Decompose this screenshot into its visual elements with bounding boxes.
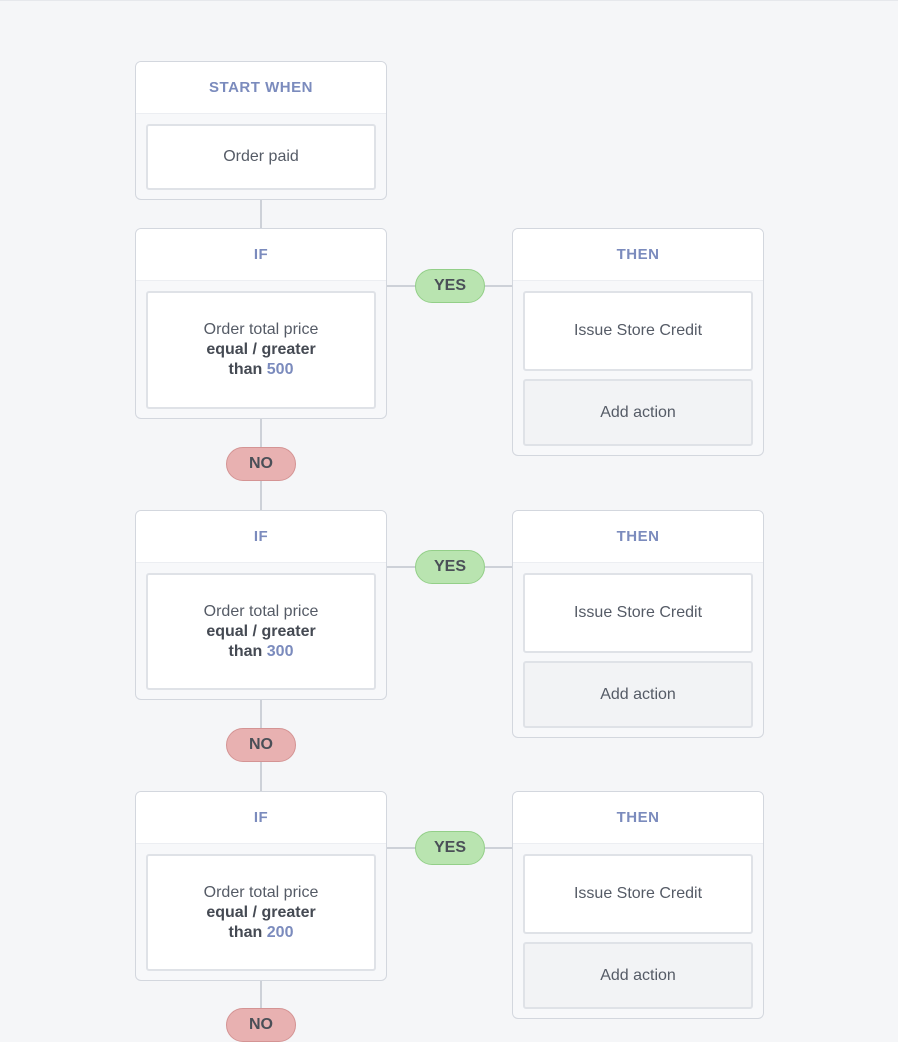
connector-yes2-to-then2 <box>485 566 512 568</box>
connector-yes1-to-then1 <box>485 285 512 287</box>
connector-if1-to-yes1 <box>386 285 416 287</box>
condition-box-3[interactable]: Order total price equal / greater than 2… <box>146 854 376 971</box>
add-action-label-2: Add action <box>600 685 676 703</box>
add-action-label-1: Add action <box>600 403 676 421</box>
then-card-1: THEN Issue Store Credit Add action <box>512 228 764 456</box>
start-when-card: START WHEN Order paid <box>135 61 387 200</box>
yes-badge-3: YES <box>415 831 485 865</box>
condition-operator-2: equal / greater <box>206 622 316 640</box>
if-header-2: IF <box>136 511 386 563</box>
yes-badge-1: YES <box>415 269 485 303</box>
trigger-box[interactable]: Order paid <box>146 124 376 190</box>
connector-if3-to-no3 <box>260 980 262 1010</box>
condition-prefix-1: Order total price <box>203 321 319 338</box>
then-header-1: THEN <box>513 229 763 281</box>
add-action-button-3[interactable]: Add action <box>523 942 753 1009</box>
if-card-2: IF Order total price equal / greater tha… <box>135 510 387 700</box>
action-label-2: Issue Store Credit <box>573 604 703 621</box>
yes-badge-2: YES <box>415 550 485 584</box>
add-action-button-2[interactable]: Add action <box>523 661 753 728</box>
connector-no2-to-if3 <box>260 762 262 792</box>
condition-prefix-2: Order total price <box>203 602 319 620</box>
condition-operator-1: equal / greater <box>206 341 316 358</box>
action-label-1: Issue Store Credit <box>573 322 703 339</box>
if-header-3: IF <box>136 792 386 844</box>
condition-box-2[interactable]: Order total price equal / greater than 3… <box>146 573 376 690</box>
condition-than-2: than <box>228 642 263 660</box>
condition-prefix-3: Order total price <box>203 883 319 901</box>
no-badge-1: NO <box>226 447 296 481</box>
connector-if2-to-yes2 <box>386 566 416 568</box>
connector-if3-to-yes3 <box>386 847 416 849</box>
action-label-3: Issue Store Credit <box>573 885 703 902</box>
condition-operator-3: equal / greater <box>206 903 316 921</box>
no-badge-3: NO <box>226 1008 296 1042</box>
connector-if1-to-no1 <box>260 418 262 447</box>
if-card-1: IF Order total price equal / greater tha… <box>135 228 387 419</box>
then-card-3: THEN Issue Store Credit Add action <box>512 791 764 1019</box>
add-action-label-3: Add action <box>600 966 676 984</box>
if-header-1: IF <box>136 229 386 281</box>
condition-value-3: 200 <box>266 923 294 941</box>
connector-if2-to-no2 <box>260 699 262 728</box>
start-when-header: START WHEN <box>136 62 386 114</box>
if-card-3: IF Order total price equal / greater tha… <box>135 791 387 981</box>
no-badge-2: NO <box>226 728 296 762</box>
condition-value-1: 500 <box>266 361 294 378</box>
connector-no1-to-if2 <box>260 481 262 511</box>
then-card-2: THEN Issue Store Credit Add action <box>512 510 764 738</box>
action-box-2[interactable]: Issue Store Credit <box>523 573 753 653</box>
action-box-3[interactable]: Issue Store Credit <box>523 854 753 934</box>
trigger-label: Order paid <box>223 148 299 165</box>
condition-than-1: than <box>228 361 263 378</box>
then-header-3: THEN <box>513 792 763 844</box>
condition-value-2: 300 <box>266 642 294 660</box>
condition-than-3: than <box>228 923 263 941</box>
then-header-2: THEN <box>513 511 763 563</box>
action-box-1[interactable]: Issue Store Credit <box>523 291 753 371</box>
connector-yes3-to-then3 <box>485 847 512 849</box>
connector-start-to-if1 <box>260 199 262 229</box>
top-divider <box>0 0 898 1</box>
condition-box-1[interactable]: Order total price equal / greater than 5… <box>146 291 376 409</box>
add-action-button-1[interactable]: Add action <box>523 379 753 446</box>
